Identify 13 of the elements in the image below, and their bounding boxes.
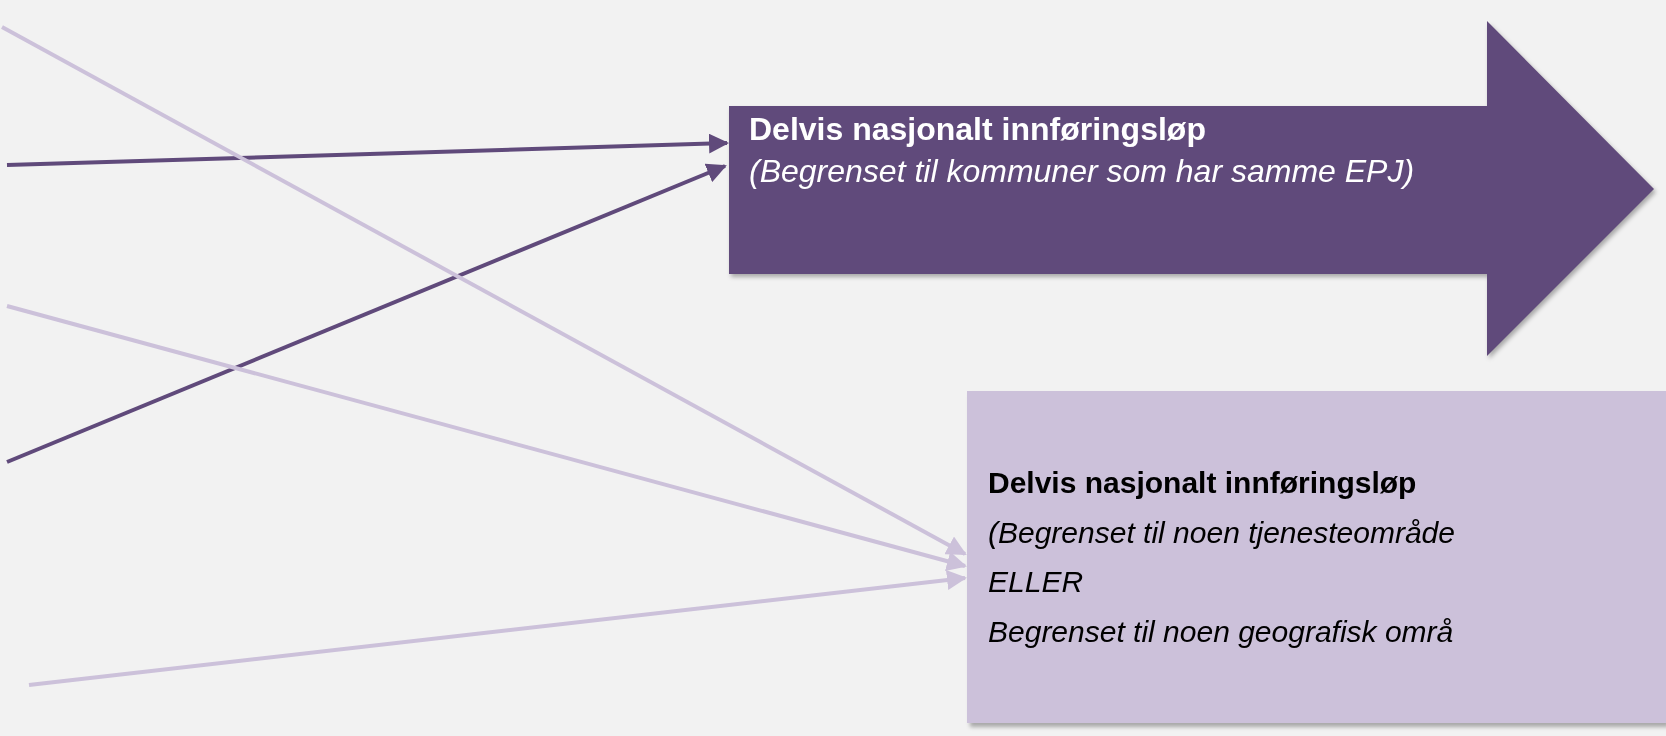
text-box	[967, 391, 1666, 723]
note: (Begrenset til kommuner som har samme EPJ)	[749, 151, 1416, 191]
arrow	[6, 163, 727, 464]
arrow-shape	[729, 21, 1654, 356]
arrow	[6, 133, 729, 167]
arrow	[28, 570, 967, 687]
arrow	[1, 25, 967, 556]
note: Begrenset til noen geografisk områ	[988, 613, 1454, 650]
note: ELLER	[988, 564, 1084, 600]
arrow	[6, 304, 967, 571]
heading: Delvis nasjonalt innføringsløp	[749, 110, 1207, 149]
heading: Delvis nasjonalt innføringsløp	[988, 465, 1417, 501]
note: (Begrenset til noen tjenesteområde	[988, 514, 1455, 551]
